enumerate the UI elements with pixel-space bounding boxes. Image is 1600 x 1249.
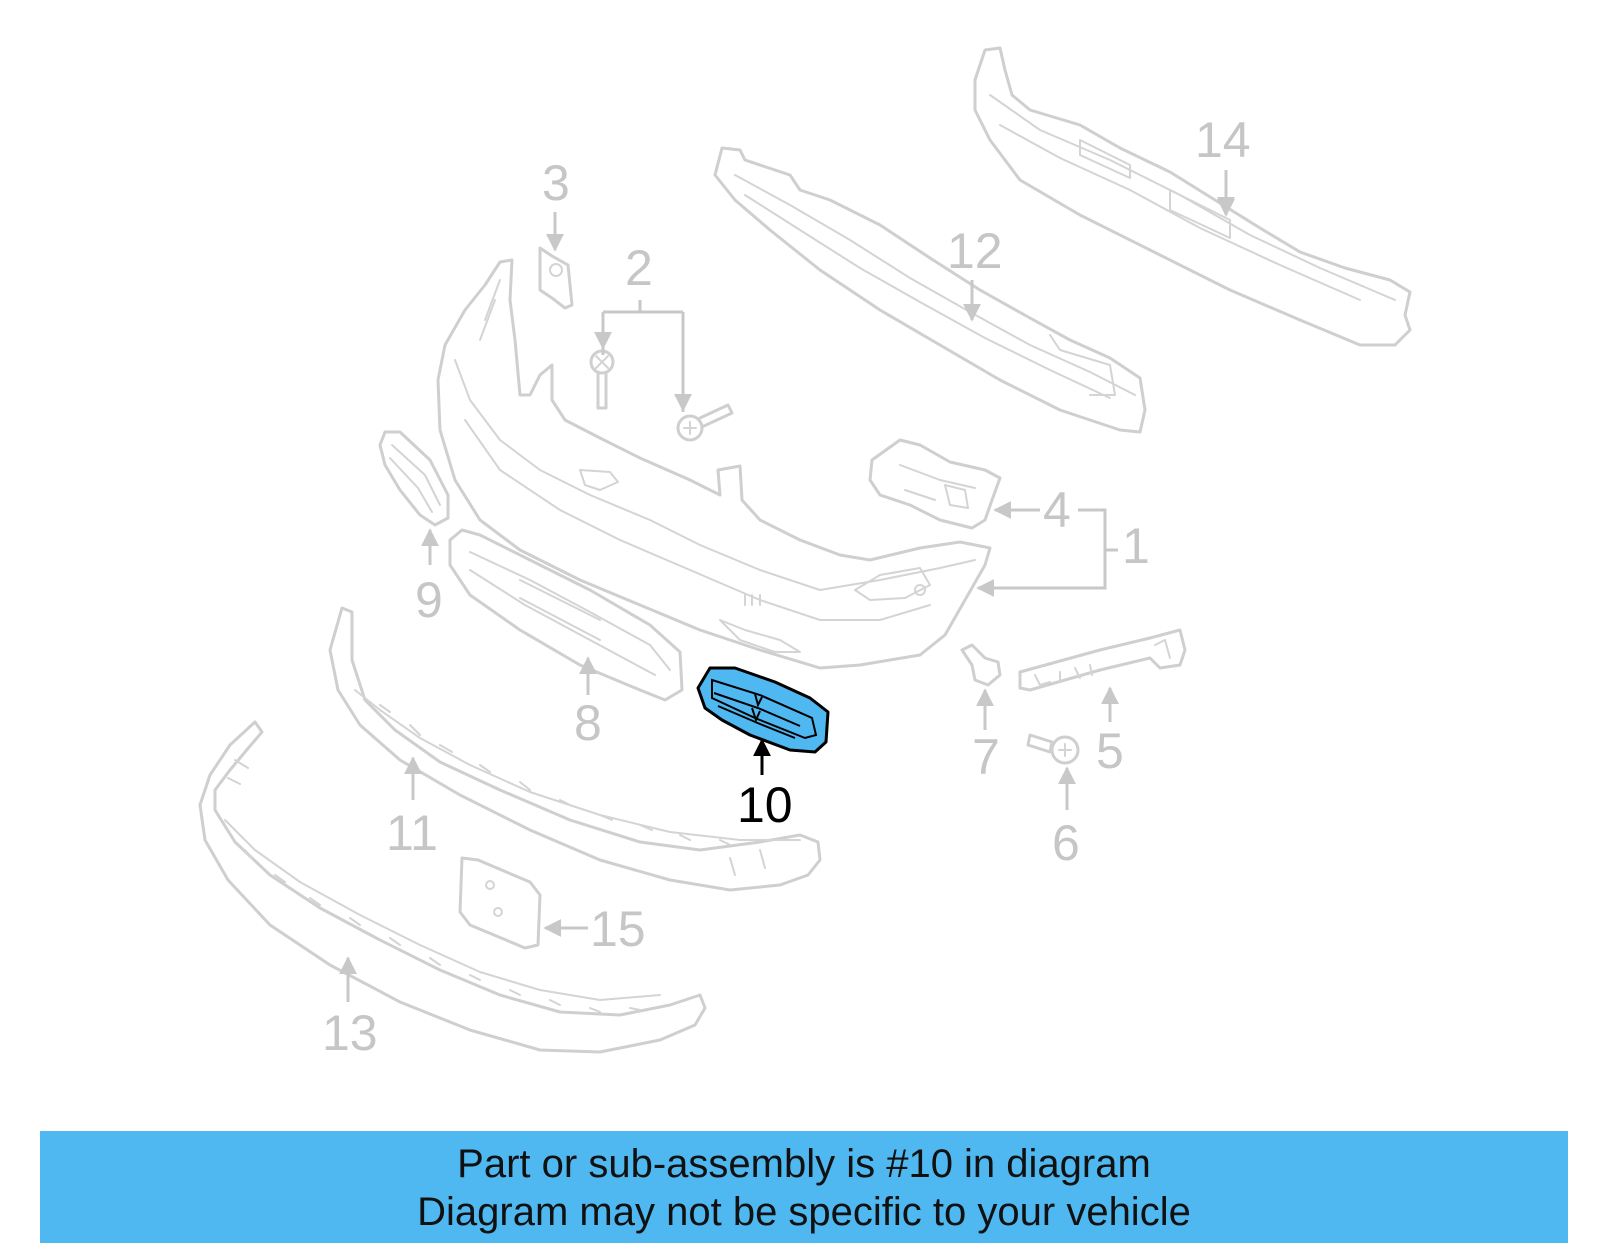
parts-diagram: 1 2 3 4 5 6 7 8 9 10 11 12 13 14 15 bbox=[198, 46, 1412, 1061]
part-5-bracket[interactable] bbox=[1018, 628, 1187, 692]
callout-14[interactable]: 14 bbox=[1195, 112, 1251, 168]
part-8-lower-grille[interactable] bbox=[448, 528, 684, 702]
callout-7[interactable]: 7 bbox=[972, 729, 1000, 785]
callout-15[interactable]: 15 bbox=[590, 901, 646, 957]
part-15-license-bracket[interactable] bbox=[458, 856, 542, 950]
callout-11[interactable]: 11 bbox=[386, 805, 438, 861]
callout-5[interactable]: 5 bbox=[1096, 723, 1124, 779]
callout-9[interactable]: 9 bbox=[415, 572, 443, 628]
callout-3[interactable]: 3 bbox=[542, 155, 570, 211]
callout-2[interactable]: 2 bbox=[625, 240, 653, 296]
part-14-reinforcement[interactable] bbox=[973, 46, 1412, 347]
banner-line-disclaimer: Diagram may not be specific to your vehi… bbox=[417, 1190, 1191, 1234]
part-12-impact-bar[interactable] bbox=[713, 146, 1147, 434]
part-4-bracket[interactable] bbox=[868, 438, 1002, 530]
part-3-bracket[interactable] bbox=[538, 246, 574, 310]
part-7-push-pin[interactable] bbox=[960, 643, 1002, 687]
callout-12[interactable]: 12 bbox=[947, 223, 1003, 279]
part-2-screws[interactable] bbox=[589, 349, 734, 442]
callout-13[interactable]: 13 bbox=[322, 1005, 378, 1061]
callout-8[interactable]: 8 bbox=[574, 695, 602, 751]
part-13-deflector[interactable] bbox=[198, 720, 707, 1054]
part-9-grille[interactable] bbox=[378, 430, 450, 527]
callout-6[interactable]: 6 bbox=[1052, 815, 1080, 871]
callout-1[interactable]: 1 bbox=[1122, 518, 1150, 574]
info-banner: Part or sub-assembly is #10 in diagram D… bbox=[40, 1131, 1568, 1243]
part-1-bumper-cover[interactable] bbox=[436, 258, 992, 670]
callout-10[interactable]: 10 bbox=[737, 777, 793, 833]
callout-labels: 1 2 3 4 5 6 7 8 9 10 11 12 13 14 15 bbox=[322, 112, 1251, 1061]
part-6-screw[interactable] bbox=[1026, 733, 1080, 765]
banner-line-part-number: Part or sub-assembly is #10 in diagram bbox=[457, 1142, 1151, 1186]
part-10-grille-insert[interactable] bbox=[696, 666, 830, 754]
callout-4[interactable]: 4 bbox=[1043, 482, 1071, 538]
leader-lines bbox=[339, 170, 1235, 1002]
